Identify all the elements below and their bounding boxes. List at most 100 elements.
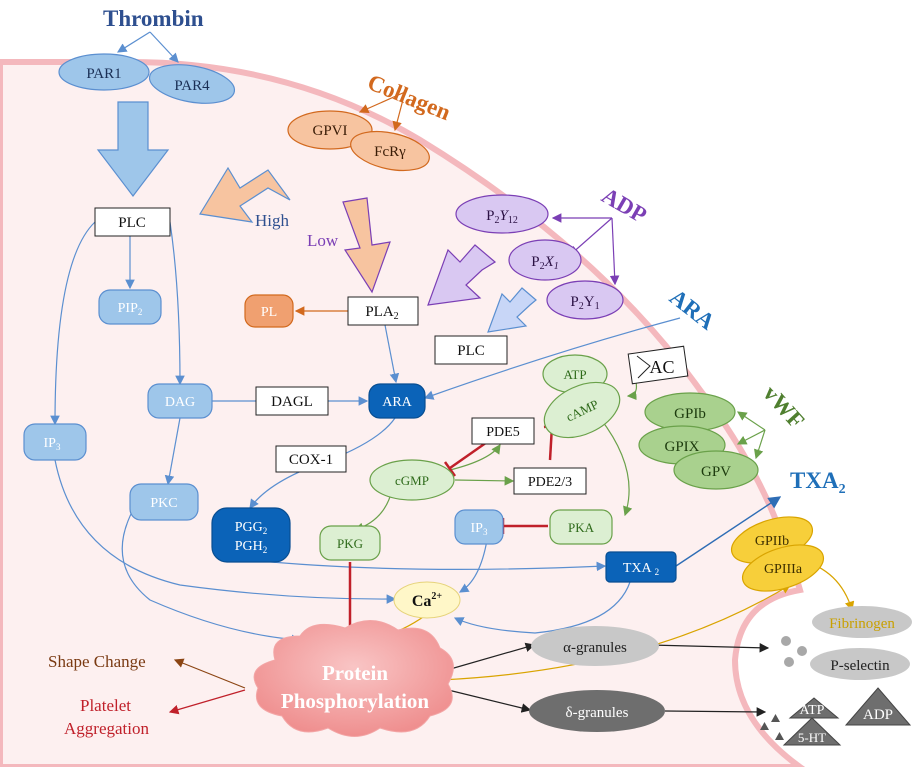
svg-text:PKC: PKC bbox=[150, 496, 177, 511]
protein-phosphorylation-cloud: Protein Phosphorylation bbox=[253, 620, 454, 737]
ip3-mid-node: IP3 bbox=[454, 509, 504, 545]
svg-text:DAG: DAG bbox=[165, 395, 195, 410]
ht-triangle: 5-HT bbox=[782, 717, 842, 746]
atp-triangle: ATP bbox=[788, 697, 840, 719]
receptor-p2x1: P2X1 bbox=[508, 239, 582, 281]
svg-text:PGH2: PGH2 bbox=[235, 539, 268, 555]
svg-text:PAR1: PAR1 bbox=[86, 66, 121, 82]
calcium-node: Ca2+ bbox=[393, 581, 461, 619]
adp-pla2-arrow bbox=[427, 244, 497, 306]
receptor-fcr: FcRγ bbox=[350, 130, 430, 172]
receptor-gpib: GPIb bbox=[644, 392, 736, 432]
receptor-gpv: GPV bbox=[673, 450, 759, 490]
svg-text:ATP: ATP bbox=[800, 703, 825, 718]
receptor-gpvi: GPVI bbox=[287, 110, 373, 150]
adp-triangle: ADP bbox=[844, 687, 912, 726]
receptor-p2y12: P2Y12 bbox=[455, 194, 549, 234]
svg-text:ADP: ADP bbox=[863, 707, 893, 723]
platelet-label: Platelet bbox=[80, 696, 131, 715]
svg-text:Protein: Protein bbox=[322, 661, 388, 685]
ara-agonist-label: ARA bbox=[665, 284, 720, 335]
connector-lines bbox=[50, 31, 855, 717]
svg-text:GPIIIa: GPIIIa bbox=[764, 562, 803, 577]
svg-text:P2X1: P2X1 bbox=[531, 254, 559, 272]
alpha-granules: α-granules bbox=[531, 626, 659, 666]
block-arrows bbox=[96, 101, 537, 333]
pgg2-pgh2-node: PGG2 PGH2 bbox=[211, 507, 291, 563]
adp-plc-arrow bbox=[487, 287, 537, 333]
svg-text:Ca2+: Ca2+ bbox=[412, 591, 443, 610]
released-dots bbox=[781, 636, 807, 667]
svg-text:P2Y1: P2Y1 bbox=[570, 294, 599, 312]
svg-text:P-selectin: P-selectin bbox=[830, 658, 890, 674]
svg-text:GPIb: GPIb bbox=[674, 406, 706, 422]
svg-text:PKA: PKA bbox=[568, 520, 595, 535]
pla2-box: PLA2 bbox=[347, 296, 419, 326]
pkg-node: PKG bbox=[319, 525, 381, 561]
svg-text:PDE2/3: PDE2/3 bbox=[528, 475, 572, 490]
pkc-node: PKC bbox=[129, 483, 199, 521]
svg-text:TXA2: TXA2 bbox=[623, 561, 659, 577]
pka-node: PKA bbox=[549, 509, 613, 545]
p-selectin-node: P-selectin bbox=[810, 648, 910, 680]
receptor-par4: PAR4 bbox=[148, 64, 236, 104]
svg-text:PAR4: PAR4 bbox=[174, 78, 210, 94]
receptor-gpiiia: GPIIIa bbox=[741, 544, 825, 592]
aggregation-label: Aggregation bbox=[64, 719, 149, 738]
shape-change-label: Shape Change bbox=[48, 652, 146, 671]
svg-text:FcRγ: FcRγ bbox=[374, 144, 406, 160]
txa2-label: TXA2 bbox=[790, 468, 846, 497]
released-triangles bbox=[760, 714, 784, 740]
delta-granules: δ-granules bbox=[529, 690, 665, 732]
collagen-low-arrow bbox=[342, 197, 391, 294]
high-label: High bbox=[255, 211, 290, 230]
svg-text:PLC: PLC bbox=[457, 343, 485, 359]
svg-text:5-HT: 5-HT bbox=[798, 730, 826, 745]
svg-text:Phosphorylation: Phosphorylation bbox=[281, 689, 430, 713]
receptor-p2y1: P2Y1 bbox=[546, 280, 624, 320]
pde23-box: PDE2/3 bbox=[513, 467, 587, 495]
svg-text:GPVI: GPVI bbox=[312, 123, 347, 139]
svg-text:PDE5: PDE5 bbox=[486, 425, 519, 440]
thrombin-block-arrow bbox=[96, 101, 170, 197]
svg-text:PL: PL bbox=[261, 305, 277, 320]
pde5-box: PDE5 bbox=[471, 417, 535, 445]
svg-text:PLA2: PLA2 bbox=[365, 304, 398, 322]
svg-text:PIP2: PIP2 bbox=[118, 301, 143, 317]
fibrinogen-node: Fibrinogen bbox=[812, 606, 912, 638]
plc-box-2: PLC bbox=[434, 335, 508, 365]
ip3-left-node: IP3 bbox=[23, 423, 87, 461]
pip2-node: PIP2 bbox=[98, 289, 162, 325]
svg-text:PKG: PKG bbox=[337, 536, 363, 551]
svg-text:ATP: ATP bbox=[563, 367, 586, 382]
cgmp-node: cGMP bbox=[369, 459, 455, 501]
camp-node: cAMP bbox=[543, 381, 621, 439]
svg-text:cGMP: cGMP bbox=[395, 473, 429, 488]
svg-text:ARA: ARA bbox=[382, 395, 412, 410]
thrombin-label: Thrombin bbox=[103, 6, 204, 31]
vwf-label: vWF bbox=[758, 381, 809, 434]
svg-text:GPV: GPV bbox=[701, 464, 731, 480]
receptor-par1: PAR1 bbox=[58, 53, 150, 91]
svg-text:GPIIb: GPIIb bbox=[755, 534, 789, 549]
low-label: Low bbox=[307, 231, 339, 250]
adp-label: ADP bbox=[598, 183, 651, 228]
svg-text:IP3: IP3 bbox=[471, 521, 488, 537]
svg-text:α-granules: α-granules bbox=[563, 640, 627, 656]
ara-node: ARA bbox=[368, 383, 426, 419]
collagen-high-arrow bbox=[199, 166, 291, 223]
cox1-box: COX-1 bbox=[275, 445, 347, 473]
svg-text:PLC: PLC bbox=[118, 215, 146, 231]
svg-text:COX-1: COX-1 bbox=[289, 452, 333, 468]
plc-box: PLC bbox=[94, 207, 171, 237]
svg-text:DAGL: DAGL bbox=[271, 394, 313, 410]
ac-box: AC bbox=[627, 345, 689, 385]
svg-text:δ-granules: δ-granules bbox=[566, 705, 629, 721]
svg-text:AC: AC bbox=[649, 357, 674, 377]
dagl-box: DAGL bbox=[255, 386, 329, 416]
dag-node: DAG bbox=[147, 383, 213, 419]
svg-text:PGG2: PGG2 bbox=[235, 520, 268, 536]
